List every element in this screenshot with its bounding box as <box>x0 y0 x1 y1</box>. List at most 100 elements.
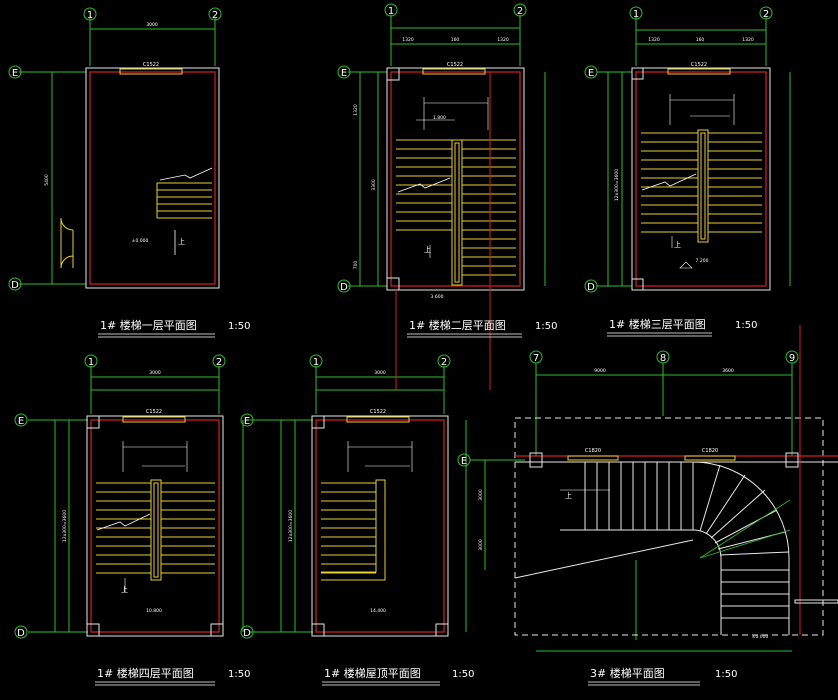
up-label: 上 <box>121 585 128 594</box>
level-label: 3.600 <box>431 294 444 300</box>
window-label: C1522 <box>143 62 159 68</box>
plan-title: 1# 楼梯二层平面图 <box>409 318 506 332</box>
axis-label: E <box>461 456 467 467</box>
axis-label: 1 <box>88 357 94 368</box>
level-label: 14.400 <box>370 608 386 614</box>
axis-bubble-E <box>584 65 598 79</box>
axis-bubble-D <box>14 625 28 639</box>
axis-bubble-E <box>8 65 22 79</box>
plan-scale: 1:50 <box>535 321 557 332</box>
axis-bubble-1 <box>384 3 398 17</box>
plan-scale: 1:50 <box>228 321 250 332</box>
axis-bubble-1 <box>84 354 98 368</box>
axis-label: E <box>12 68 18 79</box>
dimension-text: 1320 <box>497 37 509 43</box>
axis-label: 8 <box>660 353 666 364</box>
axis-bubble-8 <box>656 350 670 364</box>
level-label: ±0.000 <box>132 238 149 244</box>
plan-floor-3: 1 2 E D 1320 160 1320 12x300=3600 C1522 <box>584 6 791 337</box>
axis-bubble-2 <box>212 354 226 368</box>
dimension-text: 1320 <box>648 37 660 43</box>
axis-label: 7 <box>533 353 539 364</box>
plan-scale: 1:50 <box>715 669 737 680</box>
axis-label: E <box>244 416 250 427</box>
axis-label: D <box>243 628 251 639</box>
dimension-text: 1320 <box>402 37 414 43</box>
axis-label: 2 <box>763 9 769 20</box>
axis-bubble-E <box>457 453 471 467</box>
dimension-text: 3000 <box>478 539 484 551</box>
dimension-text: 700 <box>353 261 359 270</box>
axis-bubble-E <box>14 413 28 427</box>
axis-label: 1 <box>313 357 319 368</box>
axis-label: E <box>341 68 347 79</box>
axis-bubble-D <box>584 279 598 293</box>
axis-label: E <box>18 416 24 427</box>
dimension-text: 3000 <box>149 370 161 376</box>
plan-title: 3# 楼梯平面图 <box>590 666 665 680</box>
up-label: 上 <box>424 245 431 254</box>
axis-label: D <box>340 282 348 293</box>
plan-stair-3: 7 8 9 E 9000 3600 3000 3000 C1820 C1820 <box>457 325 838 686</box>
axis-label: E <box>588 68 594 79</box>
axis-bubble-2 <box>208 7 222 21</box>
axis-label: 2 <box>441 357 447 368</box>
dimension-text: 3600 <box>722 368 734 374</box>
axis-label: D <box>11 280 19 291</box>
dimension-text: 12x300=3600 <box>62 510 68 542</box>
axis-bubble-7 <box>529 350 543 364</box>
axis-bubble-1 <box>629 6 643 20</box>
dimension-text: 1320 <box>742 37 754 43</box>
plan-title: 1# 楼梯四层平面图 <box>97 666 194 680</box>
level-label: 10.800 <box>146 608 162 614</box>
axis-bubble-D <box>337 279 351 293</box>
dimension-text: 160 <box>451 37 460 43</box>
axis-bubble-2 <box>513 3 527 17</box>
plan-title: 1# 楼梯一层平面图 <box>100 318 197 332</box>
dimension-text: 9000 <box>594 368 606 374</box>
window-label: C1522 <box>146 409 162 415</box>
axis-label: D <box>17 628 25 639</box>
dimension-text: 3000 <box>374 370 386 376</box>
plan-scale: 1:50 <box>735 320 757 331</box>
axis-bubble-2 <box>437 354 451 368</box>
dimension-text: 3000 <box>146 22 158 28</box>
axis-label: 1 <box>388 6 394 17</box>
dimension-text: 160 <box>696 37 705 43</box>
axis-label: D <box>587 282 595 293</box>
dimension-text: 5400 <box>44 174 50 186</box>
axis-bubble-D <box>8 277 22 291</box>
axis-bubble-1 <box>83 7 97 21</box>
plan-floor-4: 1 2 E D 3000 12x300=3600 C1522 <box>14 354 250 686</box>
axis-bubble-D <box>240 625 254 639</box>
plan-title: 1# 楼梯屋顶平面图 <box>324 666 421 680</box>
level-label: 1.800 <box>433 115 446 121</box>
dimension-text: 12x300=3600 <box>288 510 294 542</box>
plan-scale: 1:50 <box>452 669 474 680</box>
window-label: C1820 <box>585 448 601 454</box>
axis-bubble-E <box>240 413 254 427</box>
dimension-text: 12x300=3600 <box>614 169 620 201</box>
up-label: 上 <box>674 240 681 249</box>
dimension-text: 1320 <box>353 104 359 116</box>
axis-bubble-1 <box>309 354 323 368</box>
axis-label: 2 <box>216 357 222 368</box>
door-swing <box>60 217 74 269</box>
level-label: ±0.000 <box>752 634 769 640</box>
axis-bubble-2 <box>759 6 773 20</box>
window-label: C1820 <box>702 448 718 454</box>
dimension-text: 3300 <box>371 179 377 191</box>
dimension-text: 3000 <box>478 489 484 501</box>
axis-label: 1 <box>633 9 639 20</box>
plan-floor-2: 1 2 E D 1320 160 1320 1320 3300 700 C152… <box>337 3 557 390</box>
plan-roof: 1 2 E D 3000 12x300=3600 C1522 14.400 1# <box>240 290 474 686</box>
axis-label: 9 <box>789 353 795 364</box>
axis-label: 1 <box>87 10 93 21</box>
axis-label: 2 <box>212 10 218 21</box>
axis-bubble-9 <box>785 350 799 364</box>
plan-title: 1# 楼梯三层平面图 <box>609 317 706 331</box>
window-label: C1522 <box>447 62 463 68</box>
level-label: 7.200 <box>696 258 709 264</box>
axis-bubble-E <box>337 65 351 79</box>
